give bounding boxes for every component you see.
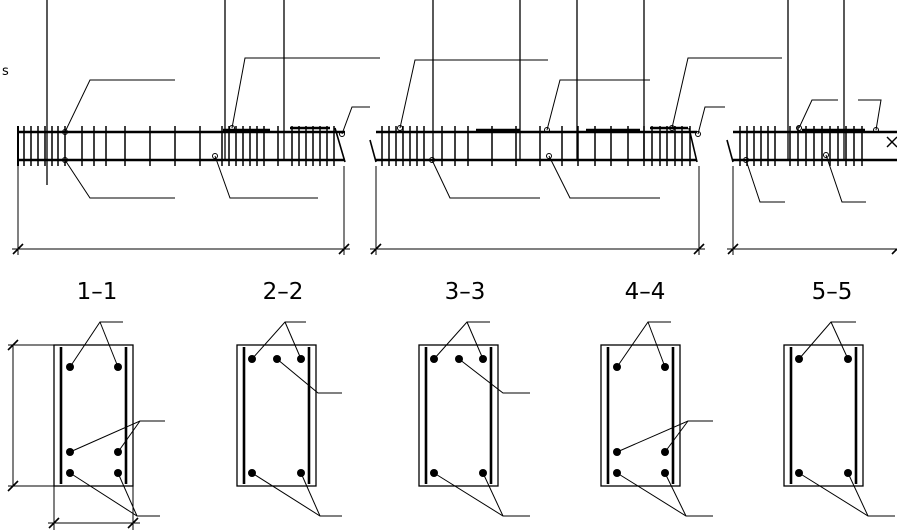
edge-mark: s bbox=[2, 64, 9, 79]
cross-section-4 bbox=[600, 321, 713, 517]
beam-elevation-1 bbox=[12, 57, 380, 255]
section-label-5: 5–5 bbox=[812, 279, 853, 305]
section-label-1: 1–1 bbox=[77, 279, 118, 305]
cross-section-3 bbox=[418, 321, 530, 517]
cross-section-2 bbox=[236, 321, 342, 517]
beam-elevation-3 bbox=[726, 99, 897, 255]
beam-elevation-2 bbox=[369, 57, 782, 255]
cross-section-5 bbox=[783, 321, 895, 517]
section-label-4: 4–4 bbox=[625, 279, 666, 305]
section-label-3: 3–3 bbox=[445, 279, 486, 305]
cross-section-1 bbox=[7, 321, 165, 530]
section-label-2: 2–2 bbox=[263, 279, 304, 305]
